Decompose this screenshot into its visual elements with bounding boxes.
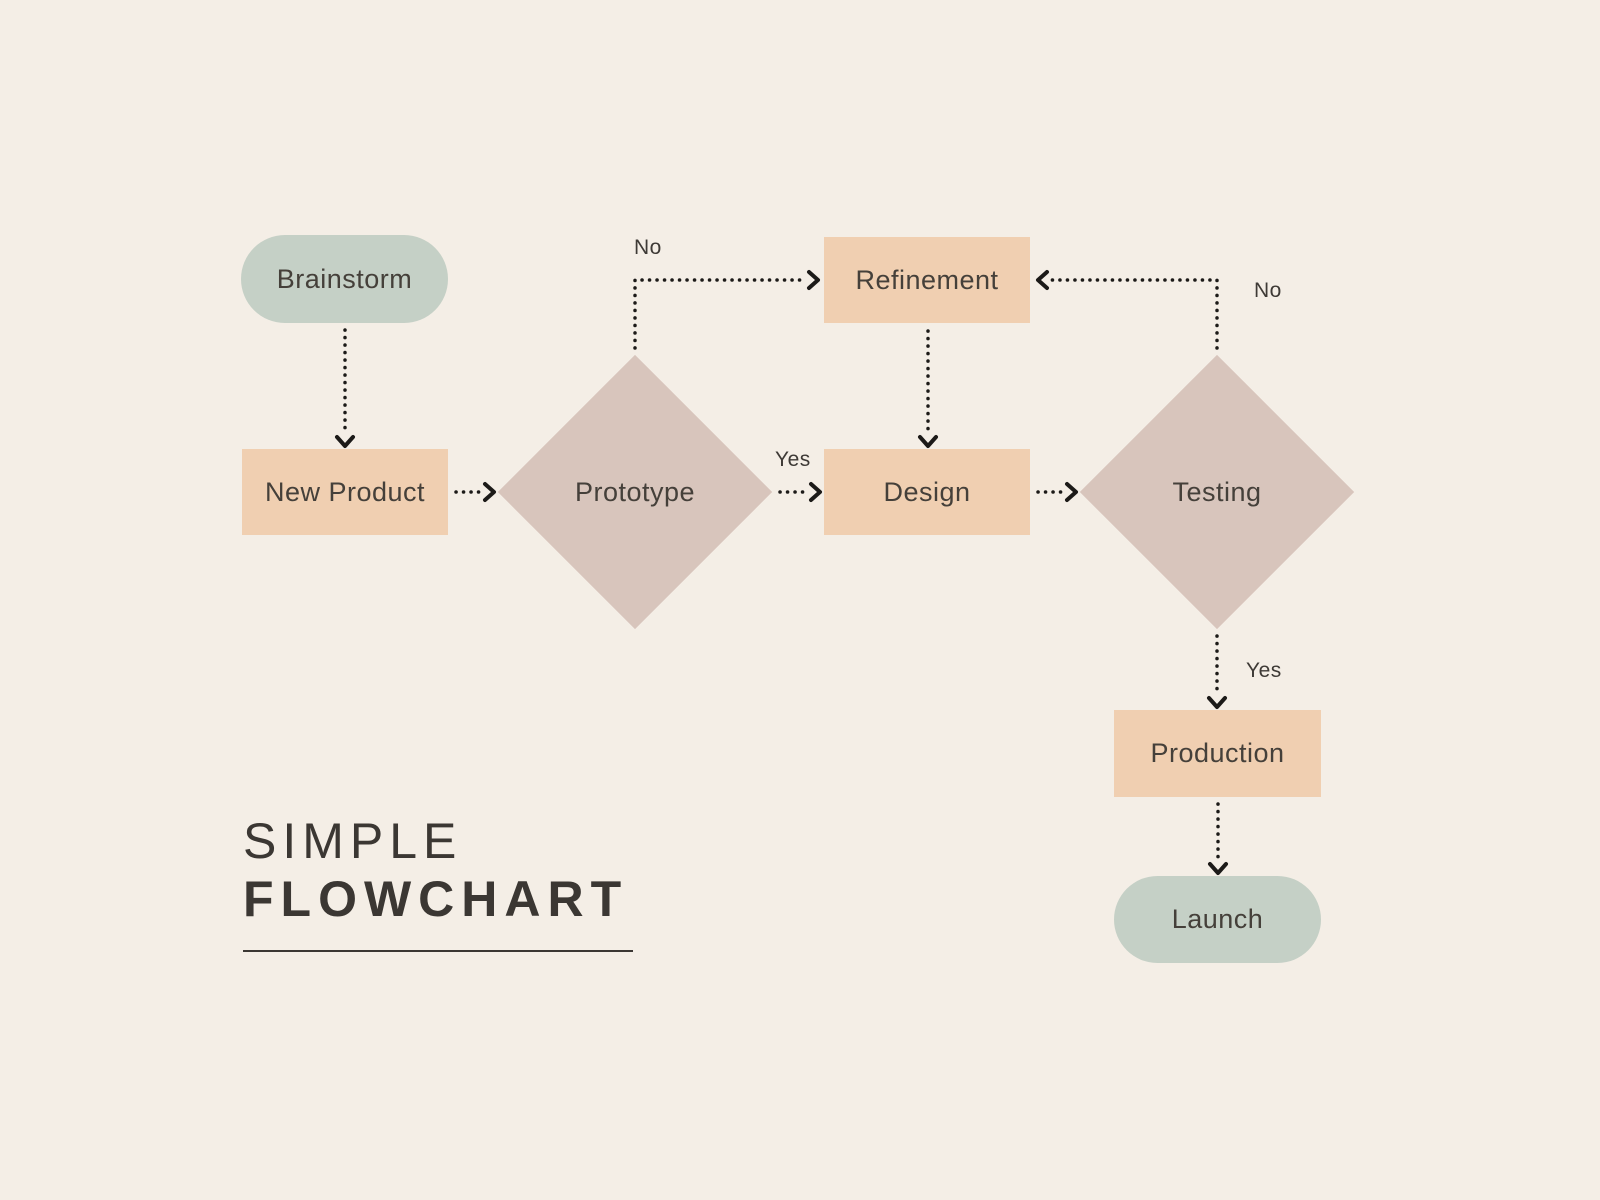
node-design: Design: [824, 449, 1030, 535]
edge-label-prototype-yes: Yes: [775, 448, 811, 471]
edge-label-testing-no: No: [1254, 279, 1282, 302]
title-line-2: FLOWCHART: [243, 871, 629, 927]
node-refinement-label: Refinement: [855, 264, 999, 295]
node-brainstorm-label: Brainstorm: [276, 263, 413, 294]
title-block: SIMPLE FLOWCHART: [243, 812, 633, 952]
arrowhead-down-icon: [1207, 696, 1227, 709]
edge-prototype-refinement: [633, 278, 807, 350]
arrowhead-down-icon: [335, 435, 355, 448]
arrowhead-down-icon: [918, 435, 938, 448]
node-new-product: New Product: [242, 449, 448, 535]
node-launch-label: Launch: [1171, 904, 1264, 934]
node-production-label: Production: [1150, 738, 1285, 768]
node-brainstorm: Brainstorm: [241, 235, 448, 323]
edge-testing-refinement: [1049, 278, 1219, 350]
node-testing: Testing: [1079, 354, 1355, 630]
node-prototype-label: Prototype: [574, 476, 696, 507]
node-design-label: Design: [883, 476, 971, 507]
title-underline: [243, 950, 633, 952]
arrowhead-right-icon: [483, 482, 496, 502]
node-testing-label: Testing: [1172, 476, 1262, 507]
arrowhead-down-icon: [1208, 862, 1228, 875]
node-launch: Launch: [1114, 876, 1321, 963]
arrowhead-left-icon: [1036, 270, 1049, 290]
title-line-1: SIMPLE: [243, 813, 463, 869]
arrowhead-right-icon: [807, 270, 820, 290]
arrowhead-right-icon: [809, 482, 822, 502]
arrowhead-right-icon: [1065, 482, 1078, 502]
node-new-product-label: New Product: [264, 476, 426, 507]
node-refinement: Refinement: [824, 237, 1030, 323]
node-prototype: Prototype: [497, 354, 773, 630]
node-production: Production: [1114, 710, 1321, 797]
edge-label-prototype-no: No: [634, 236, 662, 259]
edge-label-testing-yes: Yes: [1246, 659, 1282, 682]
